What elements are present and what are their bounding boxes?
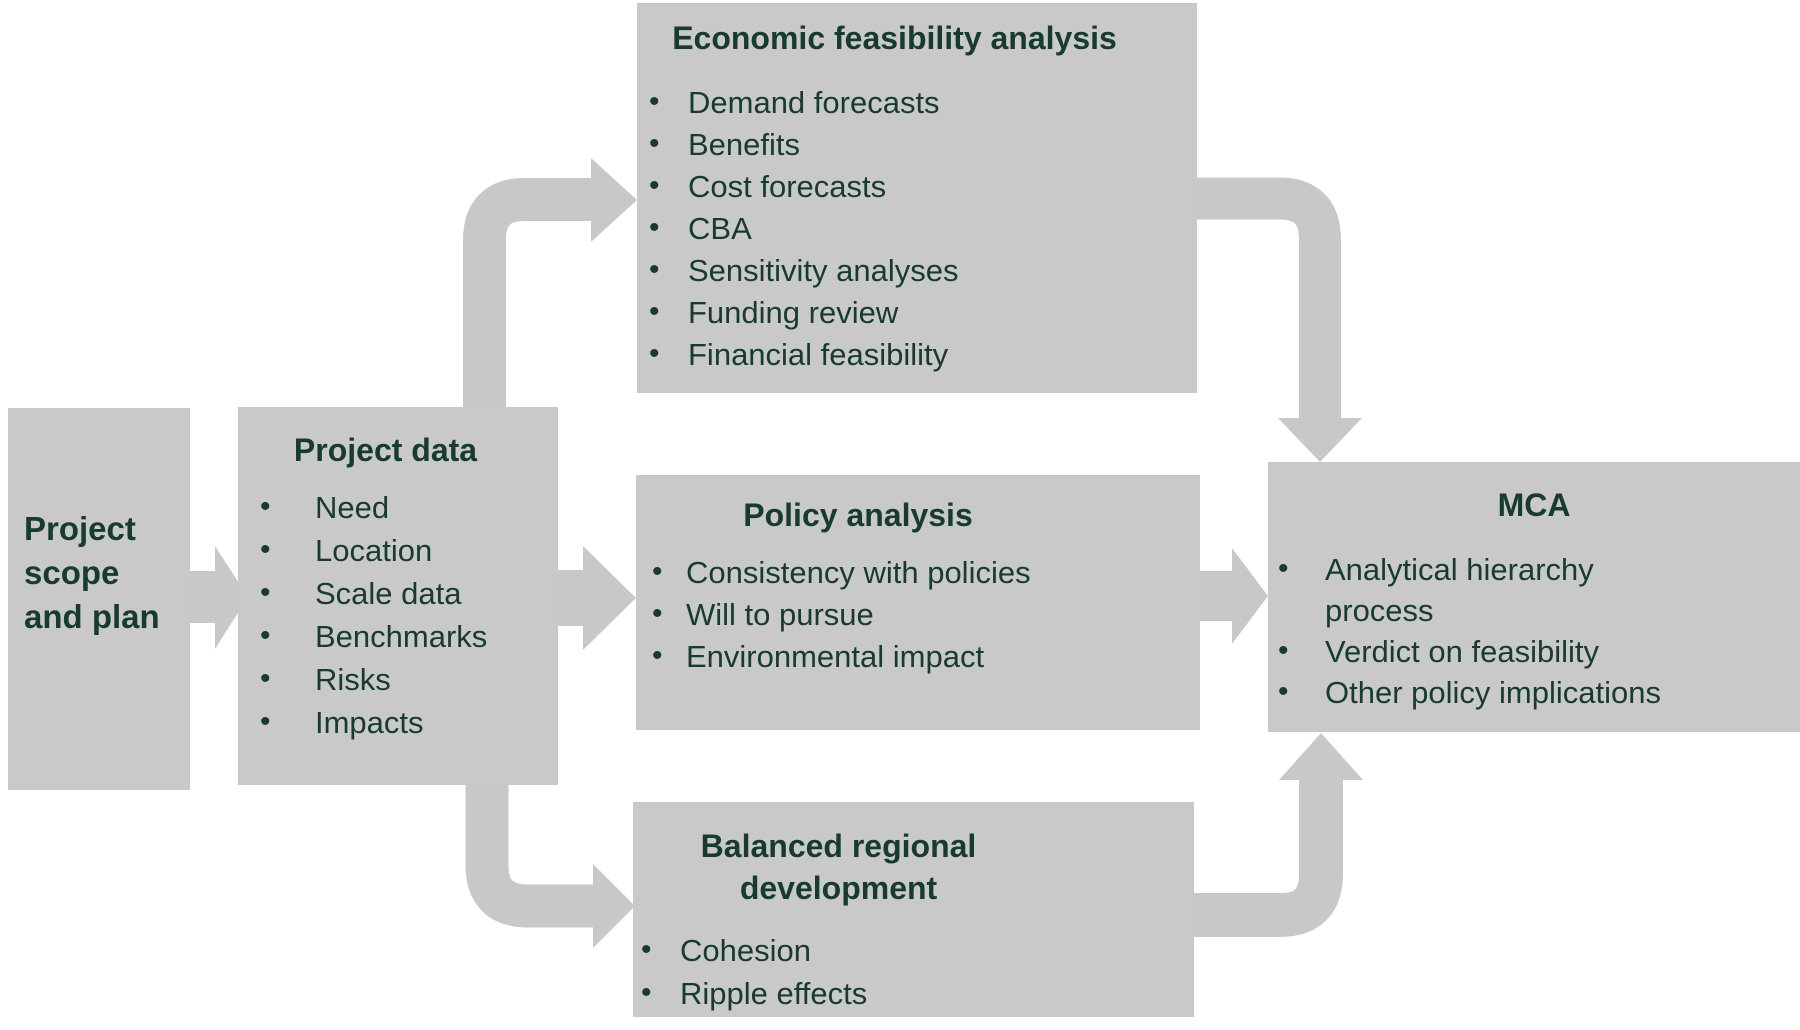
box-title: Policy analysis (743, 497, 973, 533)
arrow-shaft (1192, 780, 1343, 937)
arrowhead-right-icon (583, 546, 636, 650)
list-item: Verdict on feasibility (1268, 630, 1800, 672)
arrowhead-down-icon (1278, 418, 1362, 462)
list-item: Other policy implications (1268, 671, 1800, 713)
list-item: Cost forecasts (637, 165, 1197, 208)
list-item: Impacts (238, 700, 558, 744)
list-item: Cohesion (633, 928, 1194, 972)
list-item: Sensitivity analyses (637, 249, 1197, 292)
list-item: Ripple effects (633, 971, 1194, 1015)
arrowhead-up-icon (1279, 733, 1363, 780)
list-item: Analytical hierarchy process (1268, 548, 1800, 631)
list-item: Benchmarks (238, 614, 558, 658)
arrowhead-right-icon (1232, 548, 1268, 644)
bullet-list: Demand forecastsBenefitsCost forecastsCB… (637, 81, 1197, 376)
box-mca: MCA Analytical hierarchy processVerdict … (1268, 462, 1800, 732)
bullet-list: NeedLocationScale dataBenchmarksRisksImp… (238, 485, 558, 744)
box-title: Balanced regional development (700, 828, 977, 906)
box-policy-analysis: Policy analysis Consistency with policie… (636, 475, 1200, 730)
bullet-list: Consistency with policiesWill to pursueE… (636, 551, 1200, 678)
box-title: Project data (293, 432, 478, 468)
box-project-scope-and-plan: Project scope and plan (8, 408, 190, 790)
arrow-policy-to-mca (1198, 548, 1268, 644)
box-economic-feasibility-analysis: Economic feasibility analysis Demand for… (637, 3, 1197, 393)
box-project-data: Project data NeedLocationScale dataBench… (238, 407, 558, 785)
list-item: Need (238, 485, 558, 529)
list-item: Consistency with policies (636, 551, 1200, 594)
list-item: Scale data (238, 571, 558, 615)
box-title: Project scope and plan (24, 510, 160, 635)
arrow-regional-to-mca (1192, 733, 1363, 937)
arrow-project-data-to-economic (463, 158, 637, 412)
list-item: Risks (238, 657, 558, 701)
arrowhead-right-icon (593, 864, 635, 948)
list-item: Environmental impact (636, 635, 1200, 678)
arrow-shaft (465, 780, 594, 928)
list-item: Benefits (637, 123, 1197, 166)
arrow-shaft (1195, 177, 1341, 419)
arrow-economic-to-mca (1195, 177, 1362, 462)
arrow-project-data-to-policy (554, 546, 636, 650)
bullet-list: CohesionRipple effects (633, 928, 1194, 1015)
list-item: Funding review (637, 291, 1197, 334)
arrowhead-right-icon (215, 546, 248, 649)
box-title: Economic feasibility analysis (672, 20, 1117, 56)
bullet-list: Analytical hierarchy processVerdict on f… (1268, 548, 1800, 713)
list-item: Financial feasibility (637, 333, 1197, 376)
list-item: Demand forecasts (637, 81, 1197, 124)
list-item: CBA (637, 207, 1197, 250)
list-item: Location (238, 528, 558, 572)
box-balanced-regional-development: Balanced regional development CohesionRi… (633, 802, 1194, 1017)
arrow-shaft (463, 178, 592, 412)
arrow-project-data-to-regional (465, 780, 635, 948)
box-title: MCA (1497, 487, 1571, 523)
arrowhead-right-icon (591, 158, 637, 242)
list-item: Will to pursue (636, 593, 1200, 636)
